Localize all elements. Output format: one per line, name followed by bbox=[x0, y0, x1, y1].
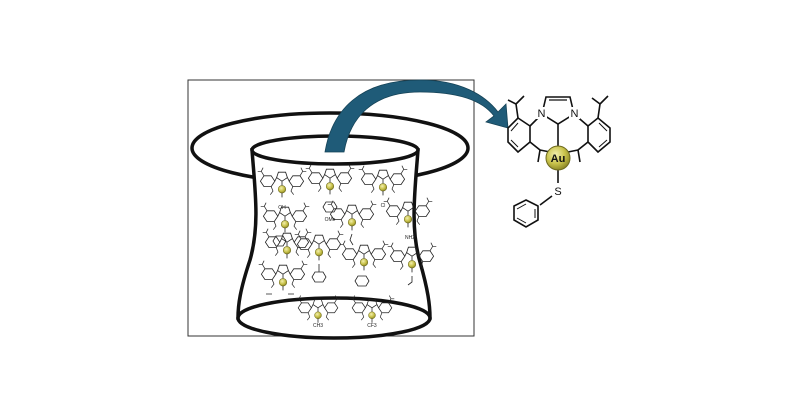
hat-complex-c3: Cl bbox=[358, 165, 408, 209]
hat-complex-c6: NH2 bbox=[383, 197, 433, 241]
isopropyl-top-left bbox=[507, 95, 525, 119]
hat-complex-c10 bbox=[387, 242, 437, 286]
hat-complex-c8 bbox=[294, 230, 344, 283]
isopropyl-bottom-right bbox=[567, 141, 589, 163]
sulfur-label: S bbox=[554, 186, 561, 198]
nitrogen-right-label: N bbox=[571, 108, 579, 120]
hat-complex-c12: CH3 bbox=[295, 295, 341, 329]
gold-atom-label: Au bbox=[551, 153, 566, 165]
svg-text:OMe: OMe bbox=[325, 217, 336, 223]
hat-complex-c5 bbox=[327, 200, 377, 246]
hat-bottom-opening bbox=[236, 296, 432, 340]
gold-atom-sphere bbox=[545, 145, 571, 171]
svg-text:CH3: CH3 bbox=[313, 323, 323, 329]
phenyl-ring bbox=[513, 199, 539, 228]
hat-complex-c1: OH bbox=[257, 167, 307, 211]
svg-text:Cl: Cl bbox=[381, 203, 386, 209]
hat-complex-c13: CF3 bbox=[349, 295, 395, 329]
hat-complex-c11 bbox=[258, 260, 308, 295]
hat-complex-c2: OMe bbox=[305, 164, 355, 223]
nitrogen-left-label: N bbox=[538, 108, 546, 120]
svg-text:OH: OH bbox=[278, 205, 286, 211]
isopropyl-top-right bbox=[591, 95, 609, 119]
svg-text:CF3: CF3 bbox=[367, 323, 377, 329]
hat-complex-c9 bbox=[339, 240, 389, 287]
hat-complex-c4 bbox=[260, 202, 310, 247]
left-aryl-ring bbox=[507, 116, 531, 154]
svg-text:NH2: NH2 bbox=[405, 235, 415, 241]
